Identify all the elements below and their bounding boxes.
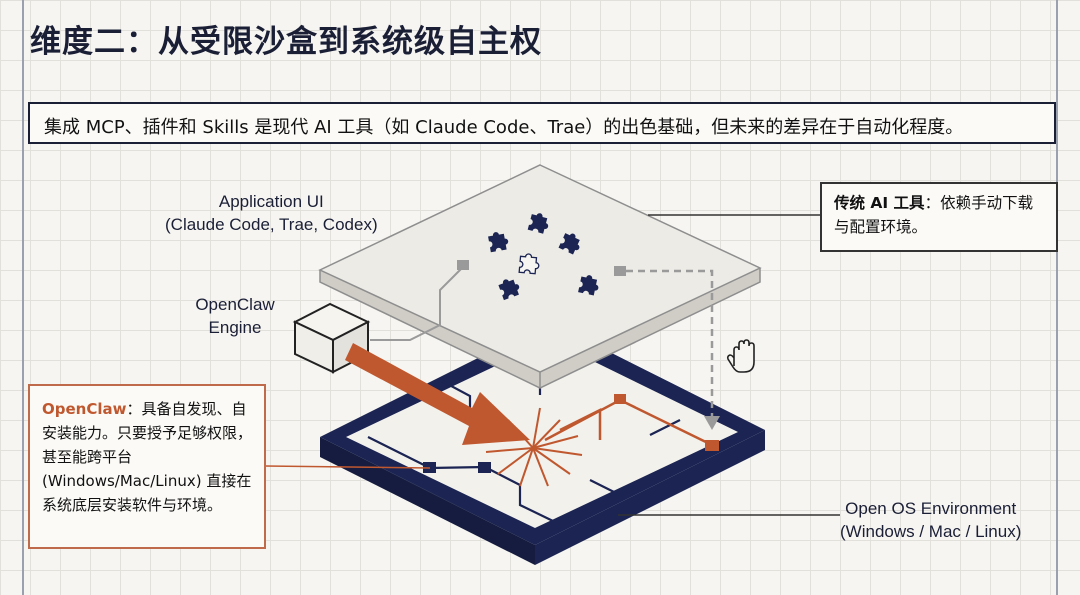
engine-label-line2: Engine	[208, 318, 262, 337]
traditional-tools-text: 传统 AI 工具：依赖手动下载与配置环境。	[834, 191, 1044, 239]
subtitle-box: 集成 MCP、插件和 Skills 是现代 AI 工具（如 Claude Cod…	[28, 102, 1056, 144]
app-ui-label-line2: (Claude Code, Trae, Codex)	[165, 215, 378, 234]
app-ui-plate	[318, 164, 762, 430]
openclaw-body: ：具备自发现、自安装能力。只要授予足够权限，甚至能跨平台 (Windows/Ma…	[42, 400, 253, 514]
page-title: 维度二：从受限沙盒到系统级自主权	[30, 24, 542, 60]
hand-icon	[726, 339, 755, 373]
cube-icon	[292, 302, 371, 374]
app-ui-label-line1: Application UI	[218, 192, 324, 211]
os-label: Open OS Environment (Windows / Mac / Lin…	[840, 497, 1021, 543]
openclaw-leader-line	[264, 465, 431, 469]
subtitle-text: 集成 MCP、插件和 Skills 是现代 AI 工具（如 Claude Cod…	[44, 117, 964, 138]
openclaw-heading: OpenClaw	[42, 400, 127, 418]
openclaw-text: OpenClaw：具备自发现、自安装能力。只要授予足够权限，甚至能跨平台 (Wi…	[42, 397, 252, 517]
engine-label: OpenClaw Engine	[190, 293, 280, 339]
openclaw-callout: OpenClaw：具备自发现、自安装能力。只要授予足够权限，甚至能跨平台 (Wi…	[28, 384, 266, 549]
os-label-line2: (Windows / Mac / Linux)	[840, 522, 1022, 541]
traditional-tools-callout: 传统 AI 工具：依赖手动下载与配置环境。	[820, 182, 1058, 252]
app-ui-label: Application UI (Claude Code, Trae, Codex…	[165, 190, 378, 236]
traditional-tools-body: ：依赖手动下载与配置环境。	[834, 194, 1034, 236]
install-arrow	[345, 343, 530, 445]
os-platform	[320, 322, 765, 565]
page-frame	[22, 0, 1058, 595]
os-label-line1: Open OS Environment	[845, 499, 1017, 518]
engine-label-line1: OpenClaw	[195, 295, 275, 314]
traditional-tools-heading: 传统 AI 工具	[834, 194, 925, 212]
